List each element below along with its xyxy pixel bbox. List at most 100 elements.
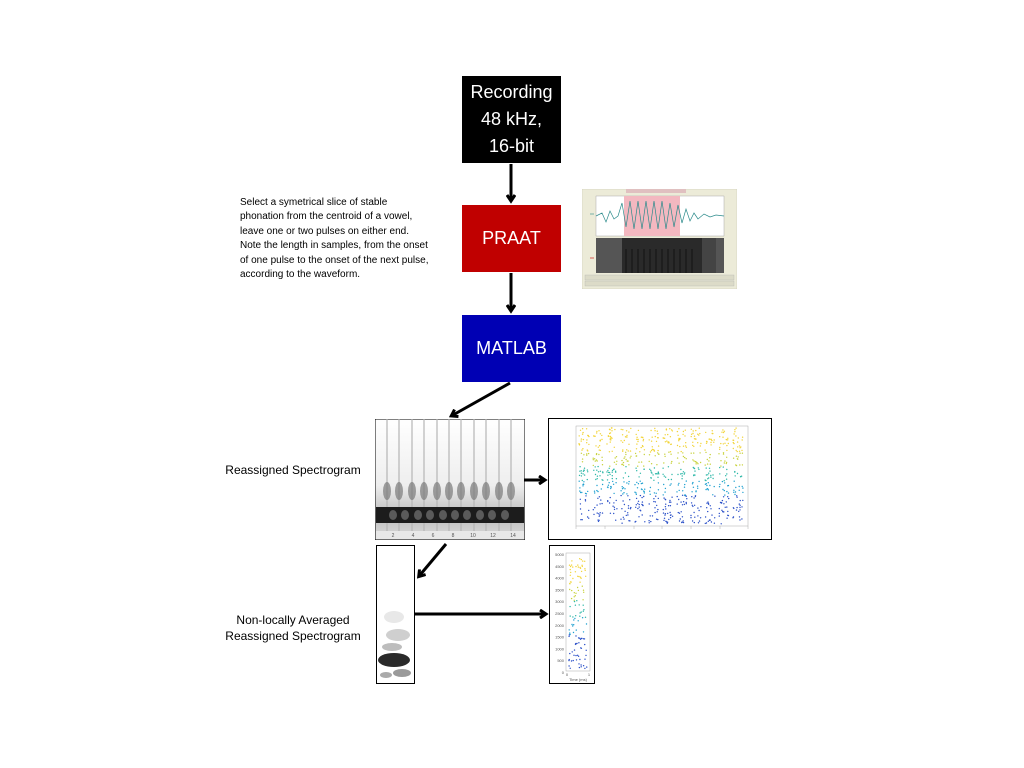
plot-dot <box>705 431 707 434</box>
plot-dot <box>736 495 738 497</box>
plot-dot <box>671 430 674 432</box>
plot-dot <box>720 465 722 467</box>
plot-dot <box>656 430 658 432</box>
plot-dot <box>723 480 725 482</box>
plot-dot <box>732 441 734 444</box>
plot-dot <box>637 507 639 510</box>
plot-dot <box>739 464 741 466</box>
plot-dot <box>608 467 610 469</box>
plot-dot <box>596 484 598 487</box>
plot-dot <box>585 495 587 497</box>
plot-dot <box>610 437 613 439</box>
plot-dot <box>721 431 723 433</box>
plot-dot <box>610 427 613 429</box>
plot-dot <box>594 466 596 468</box>
plot-dot <box>601 456 603 458</box>
plot-dot <box>614 428 616 431</box>
plot-dot <box>663 517 666 519</box>
plot-dot <box>705 488 707 491</box>
reassigned-x-tick: 8 <box>452 533 455 539</box>
plot-dot <box>654 473 657 475</box>
plot-dot <box>576 600 578 602</box>
plot-dot <box>741 449 743 452</box>
plot-dot <box>622 516 624 518</box>
plot-dot <box>733 442 735 445</box>
plot-dot <box>709 470 711 472</box>
plot-dot <box>734 493 736 496</box>
plot-dot <box>635 455 638 457</box>
plot-dot <box>585 493 588 495</box>
plot-dot <box>722 443 724 445</box>
plot-dot <box>655 495 657 497</box>
reassigned-x-tick: 2 <box>392 533 395 539</box>
plot-dot <box>643 465 645 467</box>
plot-dot <box>634 491 636 493</box>
plot-dot <box>685 446 688 448</box>
plot-dot <box>728 497 730 500</box>
plot-dot <box>637 483 640 485</box>
plot-dot <box>694 474 696 476</box>
plot-dot <box>637 465 639 467</box>
plot-dot <box>620 440 622 442</box>
plot-dot <box>727 484 730 487</box>
plot-dot <box>709 463 711 465</box>
plot-dot <box>649 451 652 453</box>
plot-dot <box>665 508 667 510</box>
plot-dot <box>739 504 741 506</box>
plot-dot <box>671 460 673 463</box>
plot-dot <box>593 469 595 471</box>
plot-dot <box>587 452 590 455</box>
plot-dot <box>677 452 679 454</box>
plot-dot <box>692 481 694 484</box>
plot-dot <box>653 492 656 494</box>
plot-dot <box>629 457 631 459</box>
plot-dot <box>683 486 686 488</box>
plot-dot <box>613 468 615 470</box>
plot-dot <box>650 429 652 432</box>
plot-dot <box>622 464 625 466</box>
plot-dot <box>657 437 659 439</box>
plot-dot <box>570 564 573 566</box>
plot-dot <box>682 455 685 458</box>
plot-dot <box>581 617 584 619</box>
small-plot-x-tick: 1 <box>588 672 591 677</box>
plot-dot <box>657 449 659 452</box>
plot-dot <box>620 518 622 520</box>
plot-dot <box>594 473 597 476</box>
plot-dot <box>630 506 632 509</box>
plot-dot <box>627 495 629 497</box>
plot-dot <box>582 448 584 450</box>
plot-dot <box>638 506 640 508</box>
plot-dot <box>694 495 697 498</box>
plot-dot <box>727 514 730 517</box>
plot-dot <box>742 487 744 489</box>
plot-dot <box>568 659 570 662</box>
plot-dot <box>579 503 582 505</box>
plot-dot <box>666 521 669 523</box>
plot-dot <box>649 515 651 517</box>
plot-dot <box>623 481 625 483</box>
arrow-matlab-to-spectrogram <box>453 381 511 415</box>
plot-dot <box>574 595 576 597</box>
plot-dot <box>657 471 659 473</box>
plot-dot <box>650 449 653 452</box>
plot-dot <box>722 510 724 513</box>
plot-dot <box>588 517 590 519</box>
plot-dot <box>710 508 712 510</box>
plot-dot <box>642 440 644 442</box>
plot-dot <box>592 457 594 459</box>
plot-dot <box>637 440 639 443</box>
plot-dot <box>613 461 616 463</box>
plot-dot <box>733 480 735 482</box>
plot-dot <box>580 577 582 579</box>
plot-dot <box>732 516 735 518</box>
plot-dot <box>738 503 740 505</box>
plot-dot <box>640 461 643 463</box>
plot-dot <box>622 429 624 431</box>
plot-dot <box>712 494 714 496</box>
plot-dot <box>679 518 681 520</box>
plot-dot <box>694 470 696 472</box>
plot-dot <box>718 512 720 515</box>
plot-dot <box>609 496 611 499</box>
